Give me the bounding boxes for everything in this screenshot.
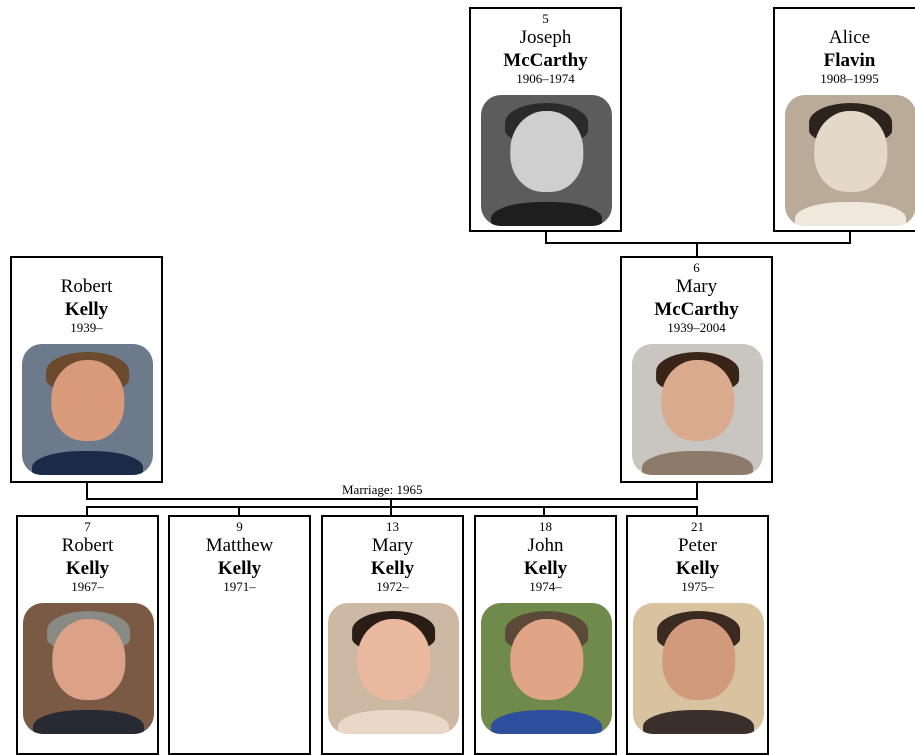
person-dates: 1906–1974 [516,71,575,86]
portrait-photo [328,603,459,734]
person-number: 5 [542,11,549,26]
children-line [86,506,698,508]
person-surname: Kelly [64,299,109,320]
person-given-name: Robert [61,535,114,556]
person-number: 18 [539,519,552,534]
person-number: 6 [693,260,700,275]
portrait-photo [481,95,612,226]
person-given-name: Peter [677,535,718,556]
portrait-photo [23,603,154,734]
portrait-photo [633,603,764,734]
person-card-robert-kelly-1967[interactable]: 7 Robert Kelly 1967– [16,515,159,755]
person-given-name: Alice [828,27,871,48]
person-dates: 1975– [681,579,714,594]
person-dates: 1939–2004 [667,320,726,335]
person-number: 7 [84,519,91,534]
connector-line [86,506,88,516]
person-given-name: Matthew [205,535,274,556]
person-dates: 1908–1995 [820,71,879,86]
person-given-name: Joseph [519,27,572,48]
portrait-photo [22,344,153,475]
connector-line [390,498,392,507]
connector-line [696,481,698,499]
person-given-name: John [527,535,564,556]
connector-line [696,242,698,257]
person-card-john-kelly[interactable]: 18 John Kelly 1974– [474,515,617,755]
connector-line [545,229,547,243]
person-card-joseph-mccarthy[interactable]: 5 Joseph McCarthy 1906–1974 [469,7,622,232]
connector-line [696,506,698,516]
person-dates: 1972– [376,579,409,594]
person-given-name: Mary [675,276,718,297]
connector-line [545,242,851,244]
person-surname: Kelly [65,558,110,579]
person-dates: 1974– [529,579,562,594]
connector-line [390,506,392,516]
person-surname: Kelly [523,558,568,579]
connector-line [238,506,240,516]
person-surname: Kelly [217,558,262,579]
connector-line [543,506,545,516]
portrait-photo [785,95,915,226]
person-dates: 1967– [71,579,104,594]
person-surname: McCarthy [503,50,588,71]
person-number: 13 [386,519,399,534]
person-card-peter-kelly[interactable]: 21 Peter Kelly 1975– [626,515,769,755]
person-given-name: Robert [60,276,113,297]
person-card-alice-flavin[interactable]: 0 Alice Flavin 1908–1995 [773,7,915,232]
person-number: 9 [236,519,243,534]
portrait-photo [481,603,612,734]
person-card-mary-mccarthy[interactable]: 6 Mary McCarthy 1939–2004 [620,256,773,483]
person-card-robert-kelly-1939[interactable]: 0 Robert Kelly 1939– [10,256,163,483]
marriage-label: Marriage: 1965 [340,482,425,497]
person-surname: Kelly [675,558,720,579]
person-surname: Kelly [370,558,415,579]
person-surname: Flavin [823,50,876,71]
person-number: 21 [691,519,704,534]
person-given-name: Mary [371,535,414,556]
connector-line [849,229,851,243]
person-card-mary-kelly[interactable]: 13 Mary Kelly 1972– [321,515,464,755]
connector-line [86,481,88,499]
person-dates: 1971– [223,579,256,594]
person-dates: 1939– [70,320,103,335]
person-card-matthew-kelly[interactable]: 9 Matthew Kelly 1971– [168,515,311,755]
marriage-line [86,498,698,500]
portrait-photo [632,344,763,475]
person-surname: McCarthy [654,299,739,320]
